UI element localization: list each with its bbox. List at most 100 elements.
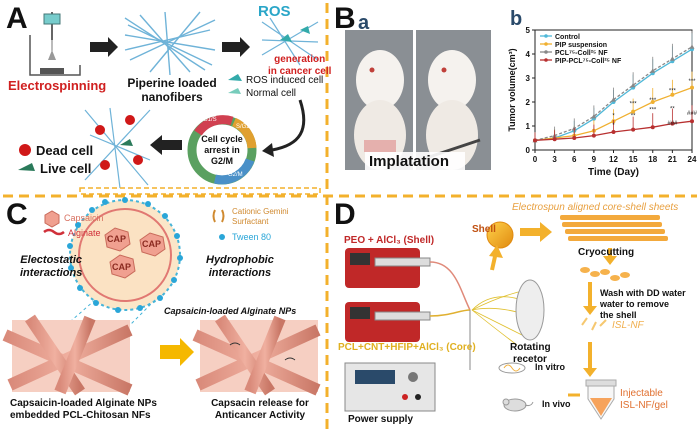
hydrophobic-line2: interactions	[208, 267, 272, 279]
wash-line2: water to remove	[600, 299, 670, 309]
data-point	[572, 136, 577, 140]
data-point	[631, 127, 636, 132]
hydrophobic-line1: Hydrophobic	[206, 254, 274, 266]
arrow-a2	[222, 37, 250, 57]
data-point	[630, 82, 636, 88]
normal-cell-label: Normal cell	[246, 88, 297, 99]
series-line	[534, 46, 693, 142]
significance-label: ***	[649, 98, 657, 104]
core-shell-fiber	[486, 221, 514, 249]
data-point	[670, 92, 675, 97]
significance-label: ###	[667, 121, 678, 127]
y-axis-title: Tumor volume(cm³)	[507, 48, 517, 131]
significance-label: ***	[630, 102, 638, 108]
legend-marker	[544, 58, 548, 62]
ros-mesh	[261, 17, 319, 66]
arrow-a1	[90, 37, 118, 57]
cryocutting-label: Cryocutting	[578, 247, 635, 258]
fibers-label: Piperine loaded nanofibers	[122, 76, 222, 104]
data-point	[611, 97, 616, 102]
electrostatic-label: Electostatic interactions	[20, 254, 82, 280]
dead-cell-icon	[19, 144, 31, 156]
dead-cell-label: Dead cell	[36, 143, 94, 158]
tube-icon	[585, 379, 617, 420]
significance-label: ***	[688, 79, 696, 85]
x-tick-label: 24	[688, 155, 697, 164]
implantation-label-bg	[365, 152, 465, 174]
y-tick-label: 1	[526, 122, 531, 131]
np-label: Capsaicin-loaded Alginate NPs	[164, 306, 297, 316]
cell-cycle-line1: Cell cycle	[201, 134, 243, 144]
cap-label-2: CAP	[142, 239, 162, 249]
injectable-line2: ISL-NF/gel	[620, 400, 668, 411]
capsaicin-legend-label: Capsaicin	[64, 213, 104, 223]
legend-label: Control	[555, 34, 580, 41]
significance-label: *	[612, 114, 615, 120]
y-tick-label: 0	[526, 146, 531, 155]
panel-b-letter: B	[334, 2, 356, 35]
cell-cycle-diagram	[187, 115, 257, 185]
significance-label: **	[631, 114, 636, 120]
left-caption-line2: embedded PCL-Chitosan NFs	[10, 410, 151, 421]
y-tick-label: 3	[526, 74, 531, 83]
data-point	[689, 44, 695, 49]
dashed-bracket	[79, 187, 321, 195]
isl-nf-icon	[581, 317, 607, 331]
aligned-sheet	[560, 215, 668, 241]
isl-nf-label: ISL-NF	[612, 320, 644, 331]
y-tick-label: 5	[526, 26, 531, 35]
injectable-line1: Injectable	[620, 388, 663, 399]
petri-dish-icon	[498, 362, 526, 374]
data-point	[611, 130, 616, 134]
significance-label: *	[612, 123, 615, 129]
data-point	[670, 121, 675, 126]
data-point	[552, 137, 557, 142]
x-tick-label: 21	[668, 155, 677, 164]
data-point	[669, 56, 675, 61]
panel-d-letter: D	[334, 198, 356, 231]
shell-label: Shell	[472, 224, 496, 235]
data-point	[533, 138, 537, 143]
ros-generation-line2: in cancer cell	[268, 66, 332, 77]
significance-label: **	[670, 106, 675, 112]
alginate-icon	[43, 228, 65, 236]
legend-marker	[544, 34, 548, 38]
alginate-legend-label: Alginate	[68, 228, 101, 238]
arrow-a4	[150, 135, 182, 155]
core-solution-label: PCL+CNT+HFIP+AlCl₃ (Core)	[338, 342, 476, 353]
panel-a-letter: A	[6, 2, 28, 35]
rotating-receptor-label: Rotating recetor	[510, 342, 551, 366]
x-axis-title: Time (Day)	[588, 167, 639, 178]
x-tick-label: 18	[648, 155, 657, 164]
fibers-label-line2: nanofibers	[141, 90, 203, 104]
cap-label-3: CAP	[112, 262, 132, 272]
gemini-legend-label: Cationic Gemini Surfactant	[232, 207, 288, 227]
cap-hexagons	[104, 227, 166, 279]
mouse-icon	[502, 398, 534, 412]
x-tick-label: 0	[533, 155, 538, 164]
panel-b-sub-b: b	[510, 8, 523, 30]
data-point	[591, 133, 596, 138]
release-arrow	[160, 338, 194, 366]
wash-line1: Wash with DD water	[600, 288, 686, 298]
syringe-pump-bottom	[345, 302, 431, 342]
rotating-line1: Rotating	[510, 342, 551, 353]
in-vivo-label: In vivo	[542, 399, 571, 409]
legend-marker	[544, 42, 548, 46]
cell-cycle-label: Cell cycle arrest in G2/M	[194, 134, 250, 167]
data-point	[690, 119, 694, 124]
shell-solution-label: PEO + AlCl₃ (Shell)	[344, 235, 435, 246]
gemini-line2: Surfactant	[232, 217, 269, 226]
left-caption-line1: Capsaicin-loaded Alginate NPs	[10, 398, 157, 409]
x-tick-label: 6	[572, 155, 577, 164]
gemini-line1: Cationic Gemini	[232, 207, 289, 216]
data-point	[650, 100, 655, 104]
ros-title: ROS	[258, 3, 291, 20]
data-point	[591, 113, 597, 119]
legend-label: PIP-PCL⁷⁵-Coll²⁵ NF	[555, 58, 622, 65]
cell-cycle-line3: G2/M	[210, 156, 233, 166]
capsaicin-icon	[44, 210, 60, 228]
y-tick-label: 4	[526, 50, 531, 59]
